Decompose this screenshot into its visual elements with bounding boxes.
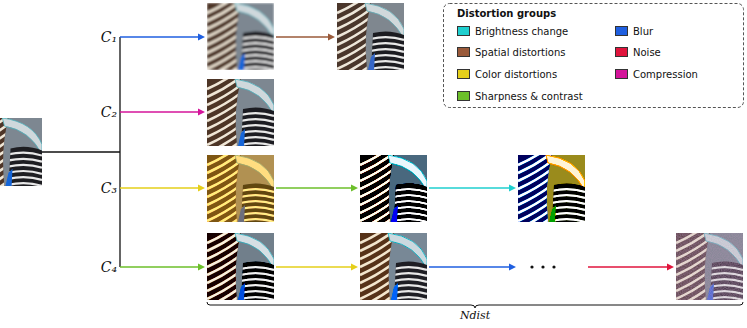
legend-text: Sharpness & contrast — [475, 91, 583, 102]
arrow-line — [120, 187, 199, 189]
arrow-line — [429, 266, 510, 268]
legend-entry: Color distortions — [457, 69, 557, 80]
arrow-line — [120, 36, 199, 38]
legend-swatch — [457, 26, 470, 36]
arrow-head — [351, 264, 358, 271]
arrow-head — [198, 264, 205, 271]
distorted-image — [207, 69, 274, 161]
arrow-line — [276, 266, 352, 268]
legend-swatch — [615, 26, 628, 36]
legend-title: Distortion groups — [457, 8, 556, 19]
arrow-head — [198, 109, 205, 116]
legend-swatch — [615, 47, 628, 57]
arrow-head — [667, 264, 674, 271]
legend-entry: Brightness change — [457, 26, 568, 37]
legend-text: Color distortions — [475, 69, 557, 80]
distorted-image — [518, 145, 585, 237]
legend-text: Compression — [633, 69, 698, 80]
chain-label: C₂ — [101, 104, 117, 120]
ellipsis-dots — [530, 265, 555, 268]
chain-label: C₃ — [101, 180, 117, 196]
distorted-image — [337, 0, 404, 85]
legend-swatch — [457, 47, 470, 57]
chain-label: C₁ — [101, 29, 117, 45]
legend-entry: Compression — [615, 69, 698, 80]
distorted-image — [676, 223, 743, 315]
legend-frame — [444, 4, 744, 108]
legend-swatch — [615, 69, 628, 79]
legend-entry: Noise — [615, 47, 661, 58]
legend-swatch — [457, 69, 470, 79]
branch-wires — [42, 37, 120, 267]
dot — [541, 265, 544, 268]
legend-entry: Blur — [615, 26, 653, 37]
arrow-line — [276, 36, 329, 38]
wire — [119, 37, 120, 267]
arrow-head — [328, 34, 335, 41]
arrow-head — [198, 185, 205, 192]
distorted-image — [360, 223, 427, 315]
arrow-head — [351, 185, 358, 192]
dot — [530, 265, 533, 268]
legend-text: Brightness change — [475, 26, 568, 37]
arrow-head — [509, 264, 516, 271]
legend-swatch — [457, 91, 470, 101]
arrow-head — [198, 34, 205, 41]
arrow-line — [588, 266, 668, 268]
arrow-line — [429, 187, 510, 189]
legend-text: Noise — [633, 47, 661, 58]
arrow-line — [120, 266, 199, 268]
distorted-image — [207, 145, 274, 237]
source-image — [0, 108, 42, 201]
legend-entry: Sharpness & contrast — [457, 91, 583, 102]
legend-text: Spatial distortions — [475, 47, 565, 58]
distorted-image — [207, 0, 274, 85]
brace — [207, 302, 743, 308]
arrow-head — [509, 185, 516, 192]
legend-text: Blur — [633, 26, 653, 37]
chain-label: C₄ — [101, 259, 117, 275]
dot — [552, 265, 555, 268]
distorted-image — [207, 223, 274, 315]
arrow-line — [120, 111, 199, 113]
distortion-count-label: Ndist — [458, 309, 492, 322]
distorted-image — [360, 145, 427, 237]
wire — [42, 151, 120, 152]
legend-entry: Spatial distortions — [457, 47, 565, 58]
arrow-line — [276, 187, 352, 189]
